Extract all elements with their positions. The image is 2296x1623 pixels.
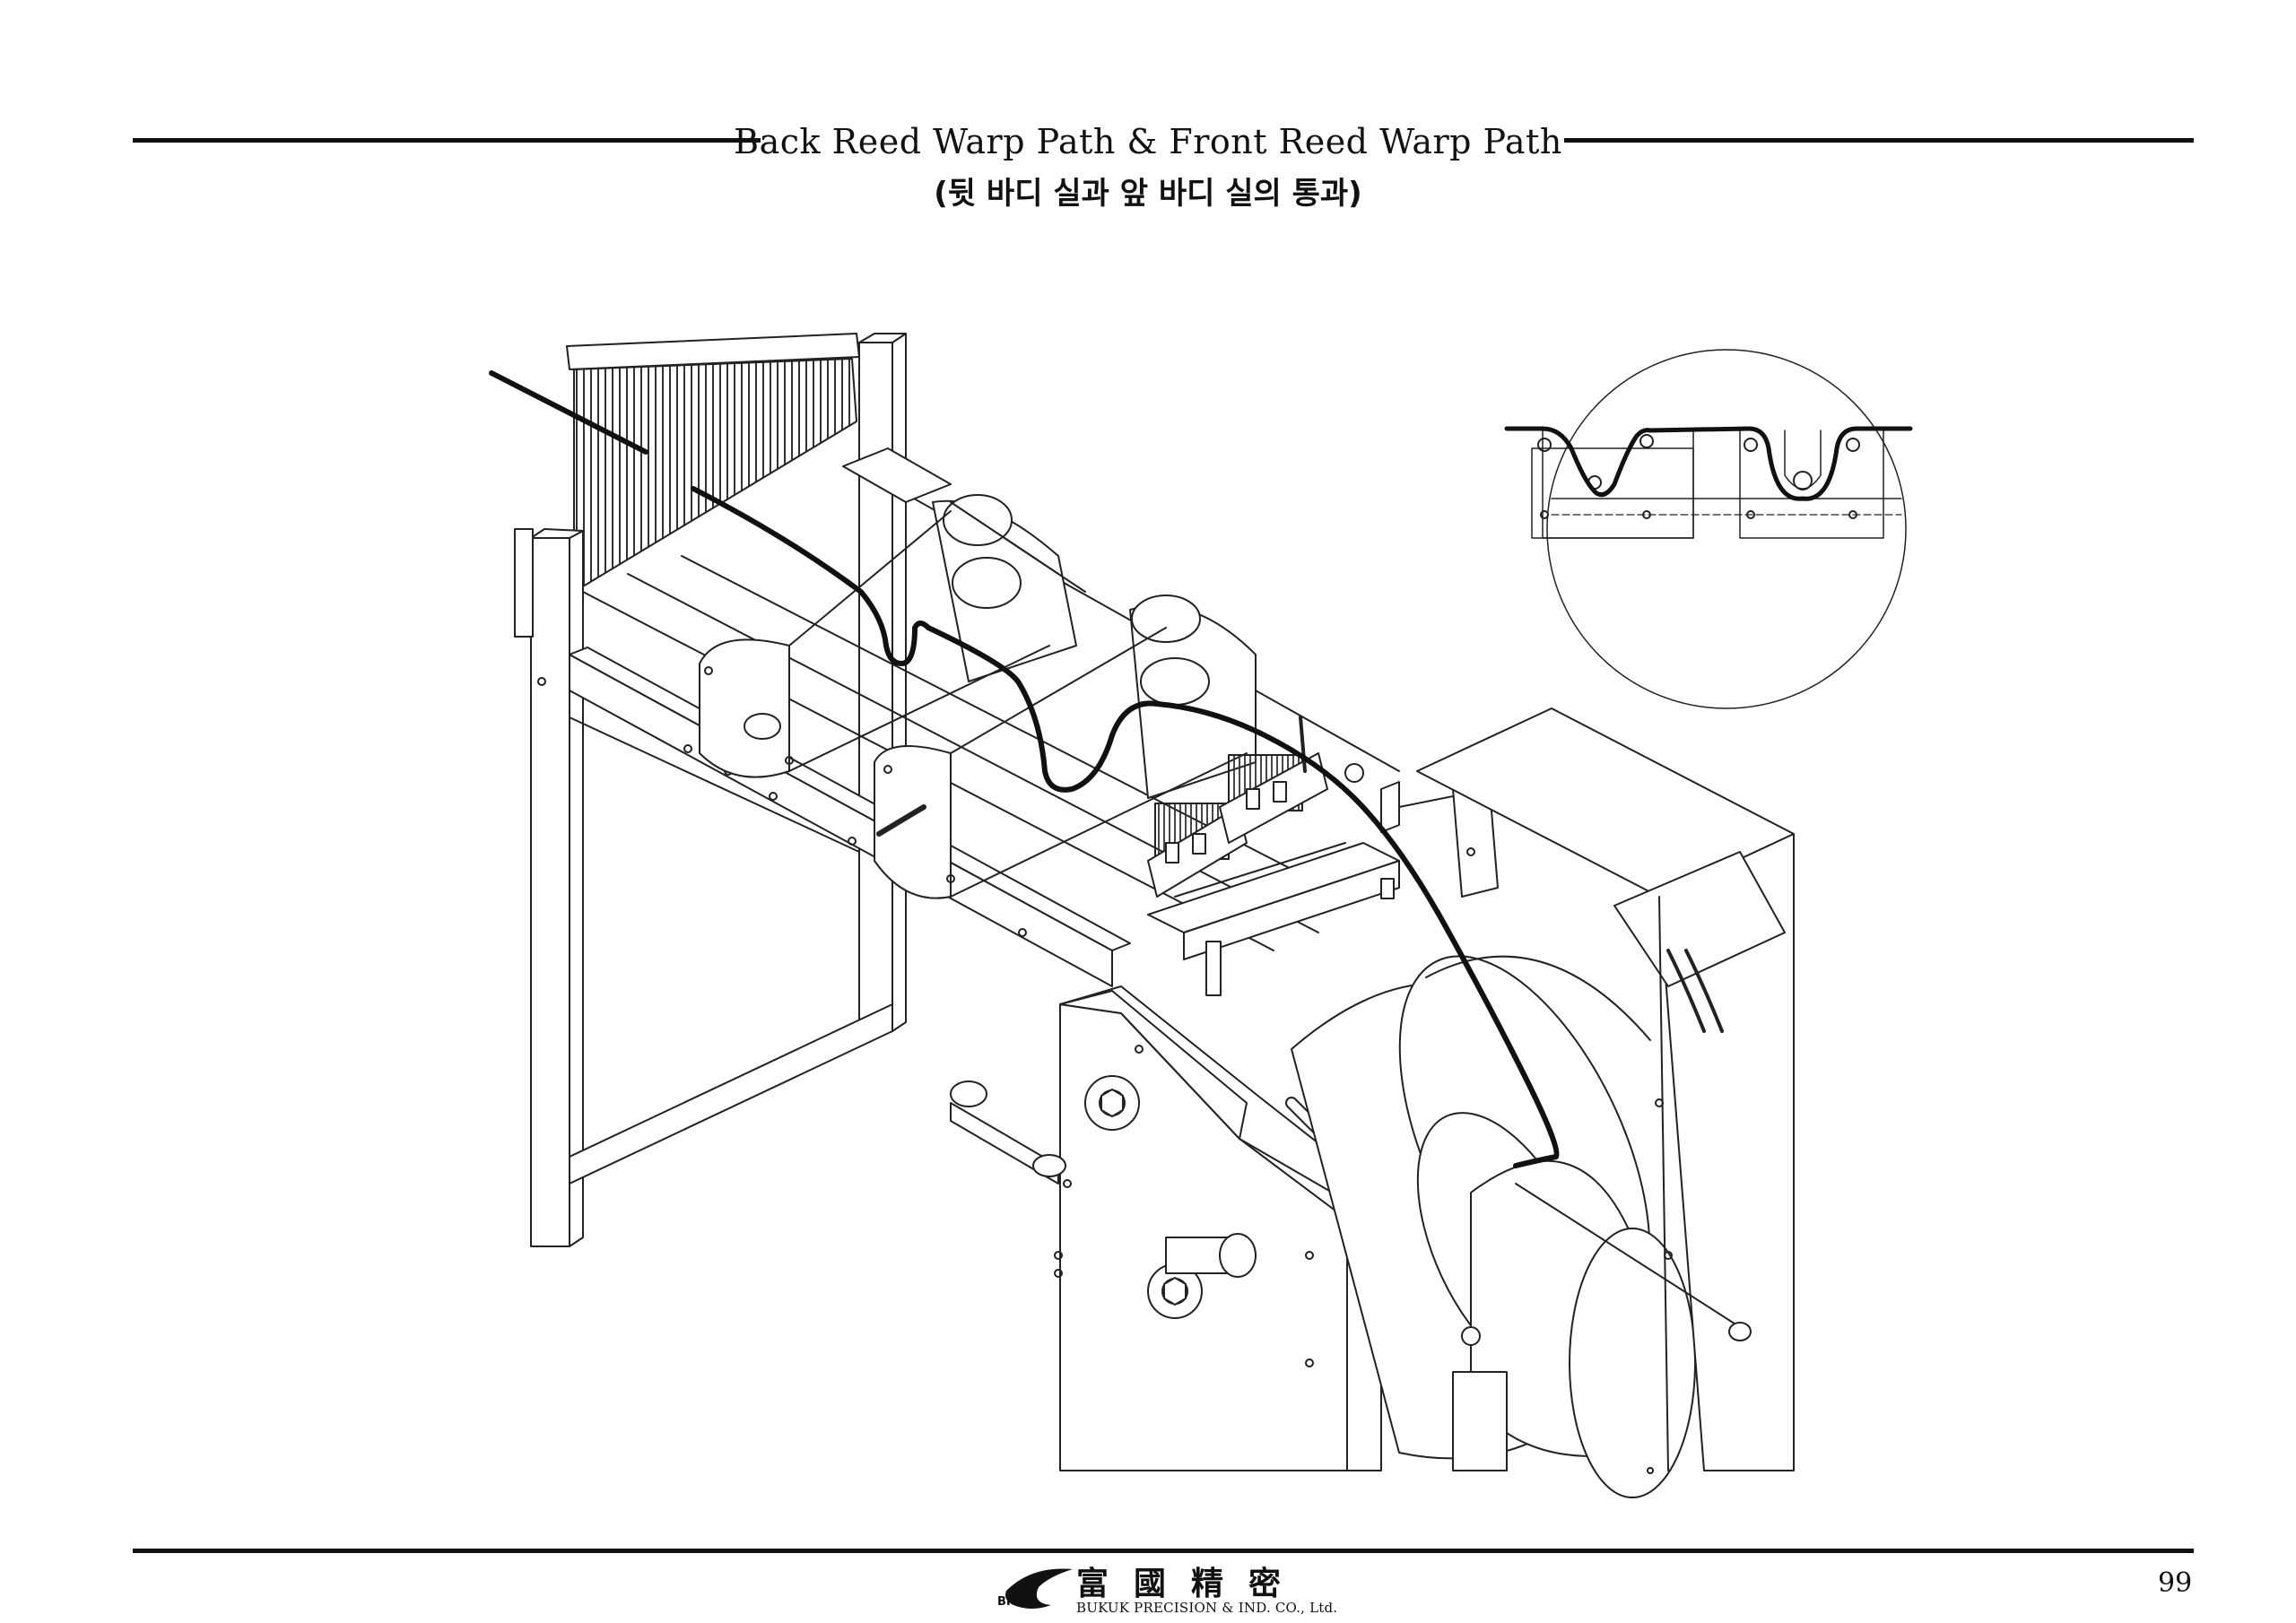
page-number: 99 bbox=[2158, 1567, 2193, 1599]
detail-inset bbox=[1504, 349, 1913, 709]
roller-block-1 bbox=[699, 447, 1086, 778]
warp-beam bbox=[1291, 955, 1696, 1498]
footer-rule bbox=[133, 1549, 2194, 1553]
header-rule-right bbox=[1564, 138, 2194, 143]
page-subtitle: (뒷 바디 실과 앞 바디 실의 통과) bbox=[934, 176, 1362, 212]
logo-hanja: 富國精密 bbox=[1076, 1565, 1307, 1602]
company-name: BUKUK PRECISION & IND. CO., Ltd. bbox=[1076, 1600, 1338, 1616]
company-logo-icon: BK bbox=[997, 1568, 1073, 1609]
front-reed-unit bbox=[1147, 716, 1499, 996]
panel-shafts bbox=[950, 1081, 1257, 1278]
header-rule-left bbox=[133, 138, 761, 143]
warp-path bbox=[489, 370, 1560, 1168]
roller-block-2 bbox=[874, 595, 1257, 899]
page-title: Back Reed Warp Path & Front Reed Warp Pa… bbox=[734, 122, 1562, 161]
logo-mark: BK bbox=[997, 1595, 1016, 1609]
motor-housing bbox=[1416, 707, 1795, 1474]
